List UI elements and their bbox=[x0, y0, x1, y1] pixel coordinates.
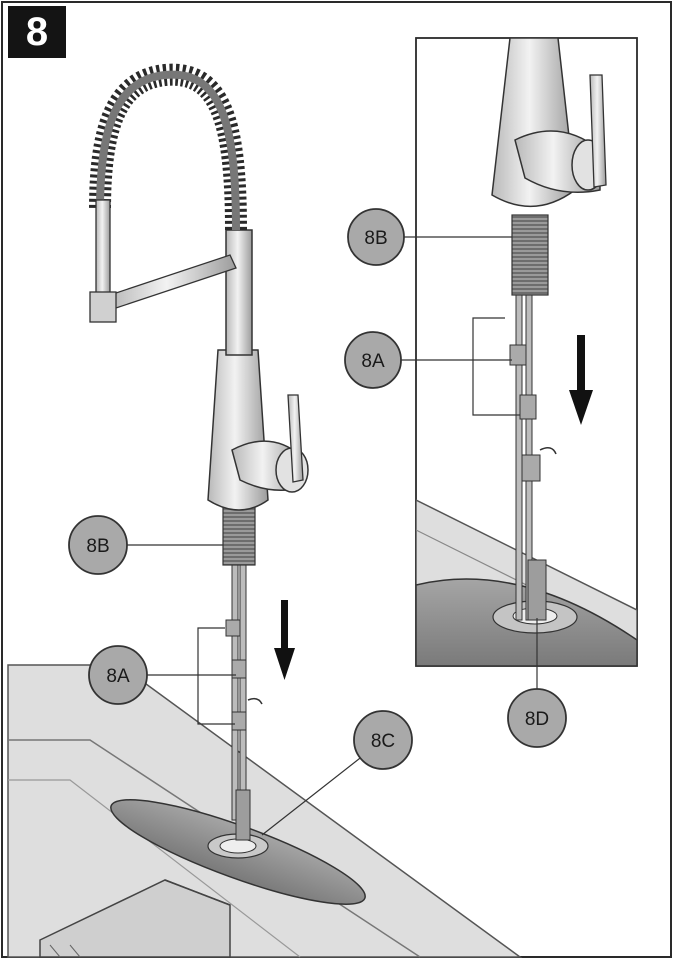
inset-callout-8b-label: 8B bbox=[364, 228, 387, 249]
callout-8c-label: 8C bbox=[371, 731, 395, 752]
inset-callout-8d-label: 8D bbox=[525, 709, 549, 730]
inset-callout-8b: 8B bbox=[347, 208, 405, 266]
leader-lines bbox=[127, 544, 365, 836]
callout-8b-label: 8B bbox=[86, 536, 109, 557]
callout-8a-label: 8A bbox=[106, 666, 130, 687]
callout-8c: 8C bbox=[353, 710, 413, 770]
hose-connector bbox=[231, 711, 247, 731]
inset-hose-connector bbox=[521, 454, 541, 482]
inset-leader-lines bbox=[401, 236, 538, 690]
inset-hose-connector bbox=[509, 344, 527, 366]
sink-basin bbox=[39, 879, 231, 958]
step-number-badge: 8 bbox=[8, 6, 66, 58]
detail-inset bbox=[415, 37, 638, 667]
countertop bbox=[7, 664, 523, 958]
spray-head bbox=[89, 291, 117, 323]
inset-down-arrow bbox=[569, 335, 593, 425]
inset-hose-connector bbox=[519, 394, 537, 420]
callout-8a: 8A bbox=[88, 645, 148, 705]
inset-callout-8a: 8A bbox=[344, 331, 402, 389]
hose-connector bbox=[231, 659, 247, 679]
main-faucet bbox=[89, 63, 309, 841]
threaded-shank bbox=[222, 504, 256, 566]
handle-lever bbox=[287, 394, 304, 483]
down-arrow bbox=[274, 600, 295, 680]
callout-8b: 8B bbox=[68, 515, 128, 575]
hose-connector bbox=[225, 619, 241, 637]
deck-plate bbox=[110, 799, 366, 905]
inset-callout-8a-label: 8A bbox=[361, 351, 385, 372]
mounting-shank bbox=[235, 789, 251, 841]
inset-callout-8d: 8D bbox=[507, 688, 567, 748]
